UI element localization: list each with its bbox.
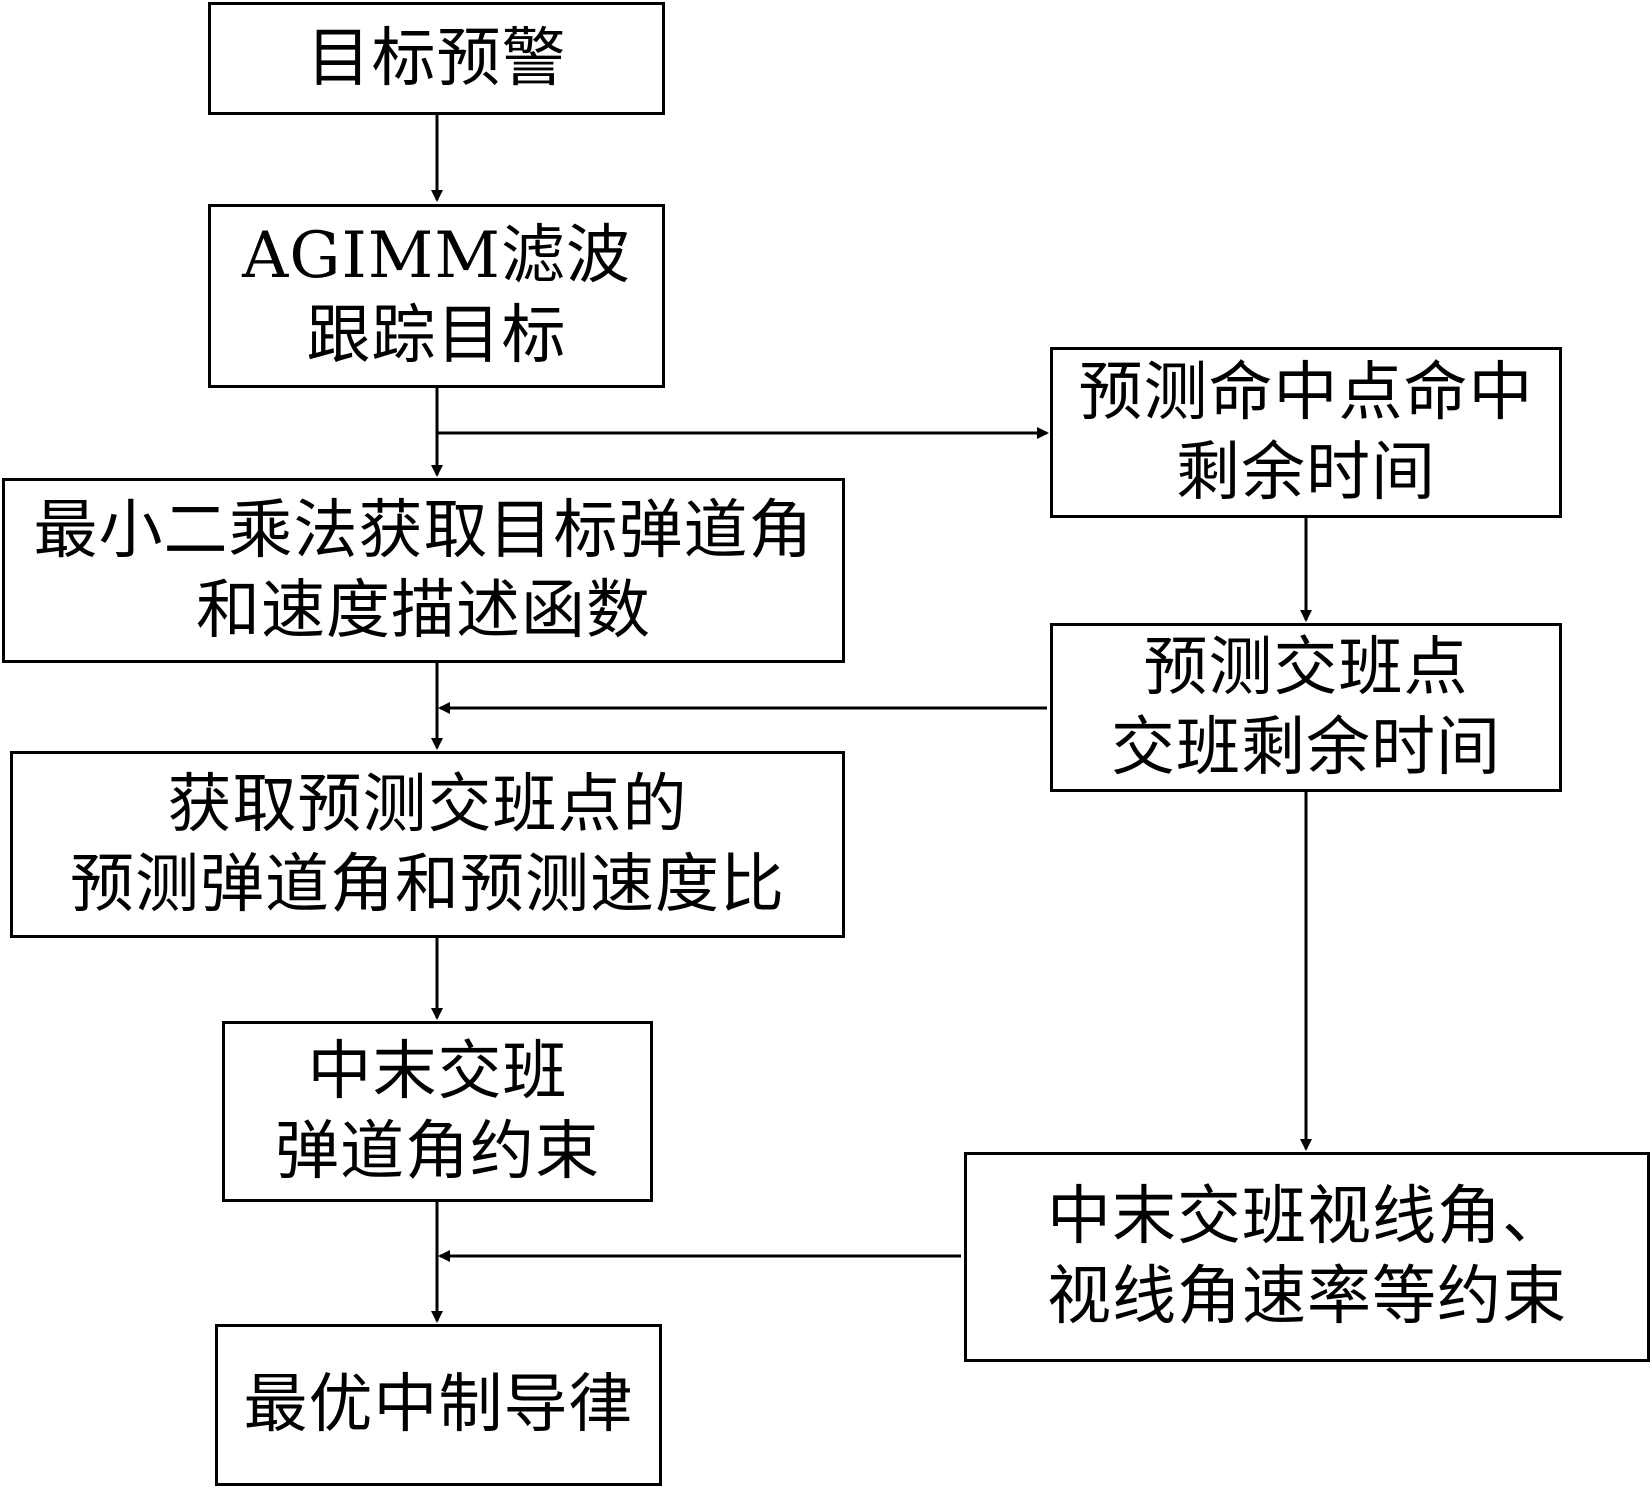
least-squares-text-line1: 最小二乘法获取目标弹道角 (33, 493, 814, 568)
agimm-filter-box: AGIMM滤波 跟踪目标 (208, 204, 665, 388)
hit-point-time-text-line2: 剩余时间 (1176, 435, 1436, 510)
handover-point-time-text-line2: 交班剩余时间 (1111, 710, 1501, 785)
agimm-filter-text-line2: 跟踪目标 (306, 299, 567, 373)
optimal-guidance-box: 最优中制导律 (215, 1324, 662, 1486)
least-squares-text-line2: 和速度描述函数 (196, 573, 651, 648)
optimal-guidance-text: 最优中制导律 (243, 1368, 634, 1442)
handover-point-time-text-line1: 预测交班点 (1143, 630, 1469, 705)
los-constraints-text-line2: 视线角速率等约束 (1047, 1260, 1567, 1334)
predicted-values-box: 获取预测交班点的 预测弹道角和预测速度比 (10, 751, 845, 938)
target-warning-box: 目标预警 (208, 2, 665, 115)
trajectory-constraint-box: 中末交班 弹道角约束 (222, 1021, 653, 1202)
los-constraints-box: 中末交班视线角、 视线角速率等约束 (964, 1152, 1650, 1362)
handover-point-time-box: 预测交班点 交班剩余时间 (1050, 623, 1562, 792)
trajectory-constraint-text-line1: 中末交班 (307, 1034, 568, 1109)
predicted-values-text-line1: 获取预测交班点的 (167, 767, 688, 842)
predicted-values-text-line2: 预测弹道角和预测速度比 (70, 847, 785, 922)
los-constraints-text-line1: 中末交班视线角、 (1047, 1180, 1567, 1254)
agimm-filter-text-line1: AGIMM滤波 (242, 219, 631, 293)
hit-point-time-text-line1: 预测命中点命中 (1078, 355, 1534, 430)
target-warning-text: 目标预警 (306, 21, 567, 96)
trajectory-constraint-text-line2: 弹道角约束 (275, 1114, 600, 1189)
least-squares-box: 最小二乘法获取目标弹道角 和速度描述函数 (2, 478, 845, 663)
hit-point-time-box: 预测命中点命中 剩余时间 (1050, 347, 1562, 518)
